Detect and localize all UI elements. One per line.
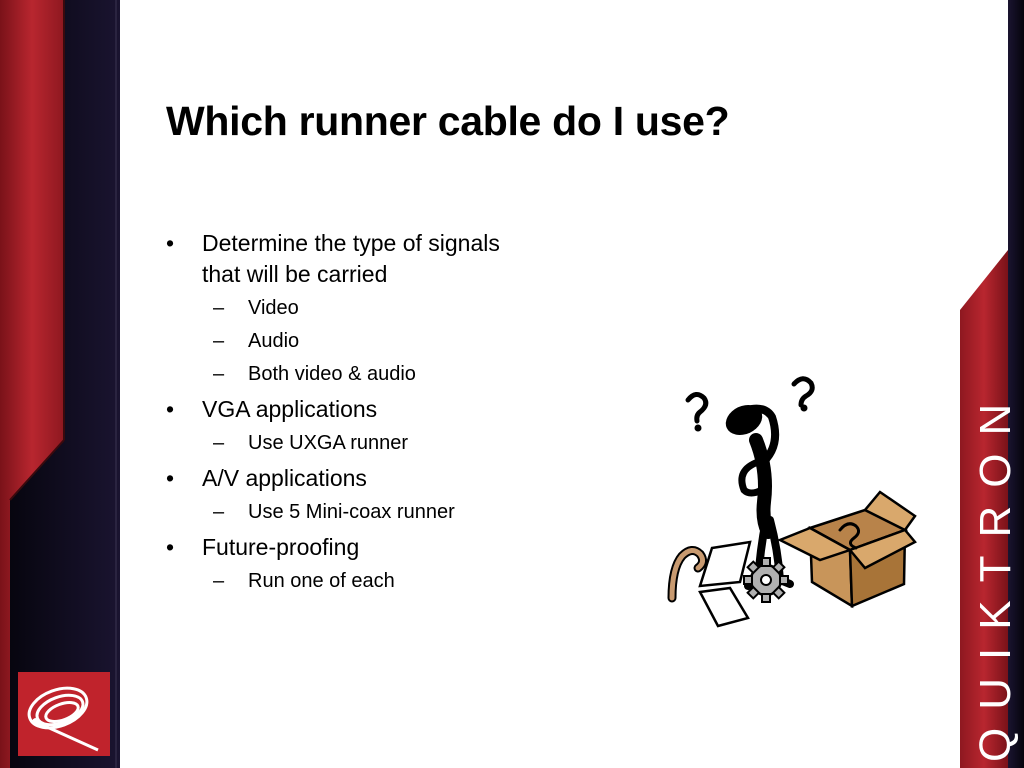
sub-list: – Run one of each bbox=[202, 565, 524, 598]
bullet-text: VGA applications bbox=[202, 396, 378, 422]
sub-list: – Video – Audio – Both video & audio bbox=[202, 292, 524, 391]
sub-marker: – bbox=[213, 570, 225, 592]
sub-item: – Both video & audio bbox=[202, 358, 524, 391]
left-decorative-bars bbox=[0, 0, 120, 768]
bullet-item: • Future-proofing – Run one of each bbox=[164, 532, 524, 598]
sub-text: Use 5 Mini-coax runner bbox=[248, 501, 455, 523]
sub-item: – Audio bbox=[202, 325, 524, 358]
bullet-item: • VGA applications – Use UXGA runner bbox=[164, 394, 524, 460]
sub-marker: – bbox=[213, 363, 225, 385]
sub-item: – Run one of each bbox=[202, 565, 524, 598]
sub-marker: – bbox=[213, 330, 225, 352]
bullet-text: A/V applications bbox=[202, 465, 367, 491]
bullet-item: • A/V applications – Use 5 Mini-coax runn… bbox=[164, 463, 524, 529]
sub-item: – Use 5 Mini-coax runner bbox=[202, 496, 524, 529]
right-decorative-bars bbox=[930, 0, 1024, 768]
bullet-marker: • bbox=[166, 465, 175, 491]
confused-figure-clipart bbox=[667, 376, 917, 628]
brand-wordmark: QUIKTRON bbox=[971, 386, 1020, 762]
company-logo-icon bbox=[18, 672, 110, 756]
bullet-marker: • bbox=[166, 230, 175, 256]
bullet-text: Future-proofing bbox=[202, 534, 360, 560]
bullet-marker: • bbox=[166, 534, 175, 560]
bullet-text: Determine the type of signals that will … bbox=[202, 230, 500, 287]
sub-list: – Use 5 Mini-coax runner bbox=[202, 496, 524, 529]
sub-list: – Use UXGA runner bbox=[202, 427, 524, 460]
bullet-list: • Determine the type of signals that wil… bbox=[164, 228, 524, 601]
bullet-marker: • bbox=[166, 396, 175, 422]
sub-item: – Video bbox=[202, 292, 524, 325]
slide-title: Which runner cable do I use? bbox=[166, 98, 730, 144]
sub-text: Both video & audio bbox=[248, 363, 416, 385]
sub-marker: – bbox=[213, 501, 225, 523]
sub-marker: – bbox=[213, 297, 225, 319]
sub-text: Audio bbox=[248, 330, 300, 352]
sub-text: Run one of each bbox=[248, 570, 395, 592]
sub-text: Video bbox=[248, 297, 299, 319]
sub-item: – Use UXGA runner bbox=[202, 427, 524, 460]
brand-wordmark-text: QUIKTRON bbox=[971, 386, 1020, 762]
sub-text: Use UXGA runner bbox=[248, 432, 409, 454]
bullet-item: • Determine the type of signals that wil… bbox=[164, 228, 524, 391]
sub-marker: – bbox=[213, 432, 225, 454]
